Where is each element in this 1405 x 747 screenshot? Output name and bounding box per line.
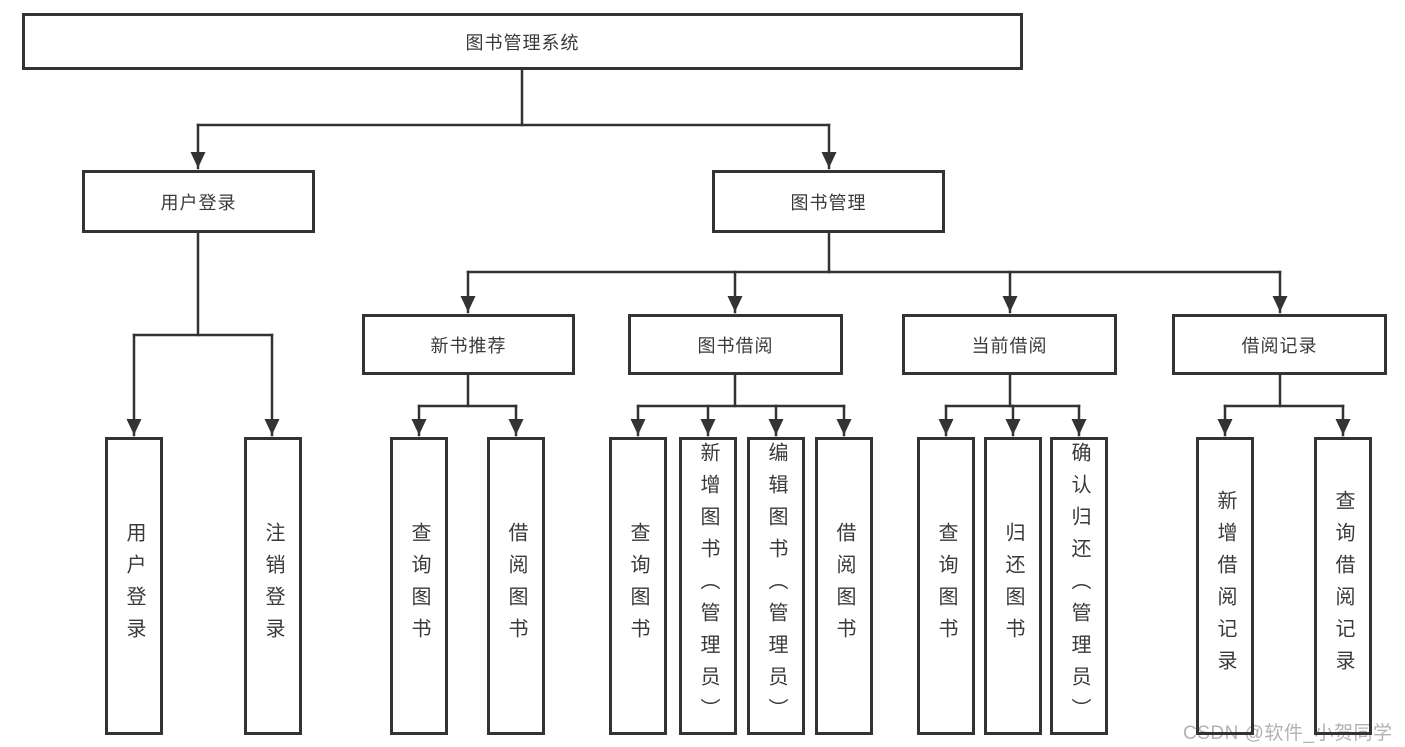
node-label: 查询图书 — [408, 522, 430, 650]
node-leaf-cb-confirm-return-admin: 确认归还（管理员） — [1050, 437, 1108, 735]
node-label: 新增图书（管理员） — [697, 442, 719, 730]
node-leaf-bb-borrow-books: 借阅图书 — [815, 437, 873, 735]
node-new-book-recommendation: 新书推荐 — [362, 314, 575, 375]
node-label: 归还图书 — [1002, 522, 1024, 650]
node-leaf-logout: 注销登录 — [244, 437, 302, 735]
node-label: 编辑图书（管理员） — [765, 442, 787, 730]
node-current-borrowing: 当前借阅 — [902, 314, 1117, 375]
node-label: 查询图书 — [627, 522, 649, 650]
node-label: 借阅图书 — [833, 522, 855, 650]
node-label: 查询借阅记录 — [1332, 490, 1354, 682]
node-leaf-bb-query-books: 查询图书 — [609, 437, 667, 735]
node-label: 查询图书 — [935, 522, 957, 650]
node-leaf-user-login: 用户登录 — [105, 437, 163, 735]
node-leaf-bb-edit-books-admin: 编辑图书（管理员） — [747, 437, 805, 735]
node-label: 确认归还（管理员） — [1068, 442, 1090, 730]
node-label: 借阅图书 — [505, 522, 527, 650]
node-book-management-system: 图书管理系统 — [22, 13, 1023, 70]
node-label: 注销登录 — [262, 522, 284, 650]
node-borrowing-records: 借阅记录 — [1172, 314, 1387, 375]
node-user-login: 用户登录 — [82, 170, 315, 233]
node-book-borrowing: 图书借阅 — [628, 314, 843, 375]
node-label: 新增借阅记录 — [1214, 490, 1236, 682]
node-leaf-br-query-record: 查询借阅记录 — [1314, 437, 1372, 735]
node-leaf-br-add-record: 新增借阅记录 — [1196, 437, 1254, 735]
node-leaf-nb-query-books: 查询图书 — [390, 437, 448, 735]
node-leaf-nb-borrow-books: 借阅图书 — [487, 437, 545, 735]
csdn-watermark: CSDN @软件_小贺同学 — [1183, 723, 1393, 744]
node-leaf-bb-add-books-admin: 新增图书（管理员） — [679, 437, 737, 735]
node-leaf-cb-return-books: 归还图书 — [984, 437, 1042, 735]
node-label: 用户登录 — [123, 522, 145, 650]
node-leaf-cb-query-books: 查询图书 — [917, 437, 975, 735]
node-book-management: 图书管理 — [712, 170, 945, 233]
